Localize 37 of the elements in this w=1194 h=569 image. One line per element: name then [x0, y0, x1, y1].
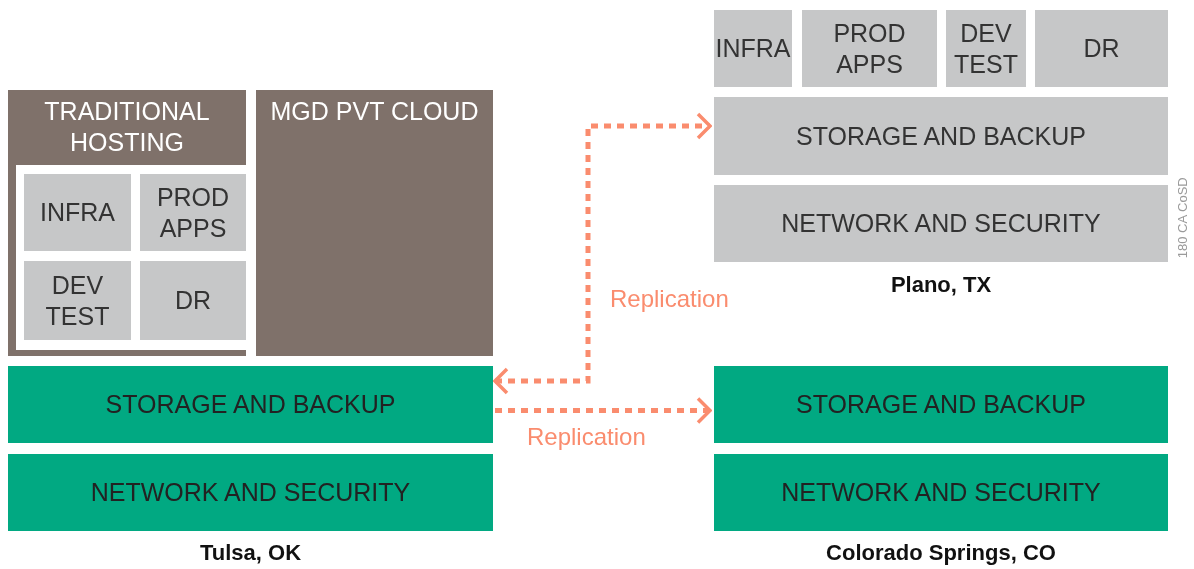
image-credit: 180 CA CoSD: [1174, 176, 1192, 261]
box-label: DR: [1082, 33, 1121, 64]
replication-arrow: [493, 112, 712, 395]
infrastructure-bar: [714, 454, 1168, 531]
service-panel: [256, 90, 493, 356]
box-label: INFRA: [714, 33, 792, 64]
box-label: STORAGE AND BACKUP: [795, 389, 1087, 420]
box-label: PROD APPS: [832, 17, 907, 80]
box-label: STORAGE AND BACKUP: [795, 120, 1087, 152]
box-label: NETWORK AND SECURITY: [780, 208, 1102, 239]
service-box: [946, 10, 1026, 87]
service-box: [714, 10, 792, 87]
location-label: Tulsa, OK: [198, 539, 303, 567]
box-label: NETWORK AND SECURITY: [780, 477, 1102, 508]
service-box: [714, 185, 1168, 262]
service-box: [714, 97, 1168, 175]
replication-arrow: [495, 396, 712, 425]
service-box: [1035, 10, 1168, 87]
infrastructure-bar: [714, 366, 1168, 443]
service-box: [140, 174, 246, 251]
box-label: DR: [173, 285, 213, 316]
box-label: TRADITIONAL HOSTING: [43, 96, 211, 158]
location-label: Colorado Springs, CO: [825, 539, 1057, 567]
box-label: DEV TEST: [953, 17, 1019, 80]
service-box: [140, 261, 246, 340]
box-label: STORAGE AND BACKUP: [104, 389, 397, 420]
service-box: [24, 261, 131, 340]
infrastructure-bar: [8, 454, 493, 531]
service-box: [802, 10, 937, 87]
service-panel: [8, 90, 246, 356]
box-label: MGD PVT CLOUD: [269, 96, 480, 127]
box-label: INFRA: [39, 197, 116, 228]
service-box: [24, 174, 131, 251]
box-label: DEV TEST: [44, 269, 111, 332]
box-label: PROD APPS: [155, 181, 231, 244]
infrastructure-bar: [8, 366, 493, 443]
box-label: NETWORK AND SECURITY: [89, 477, 412, 508]
